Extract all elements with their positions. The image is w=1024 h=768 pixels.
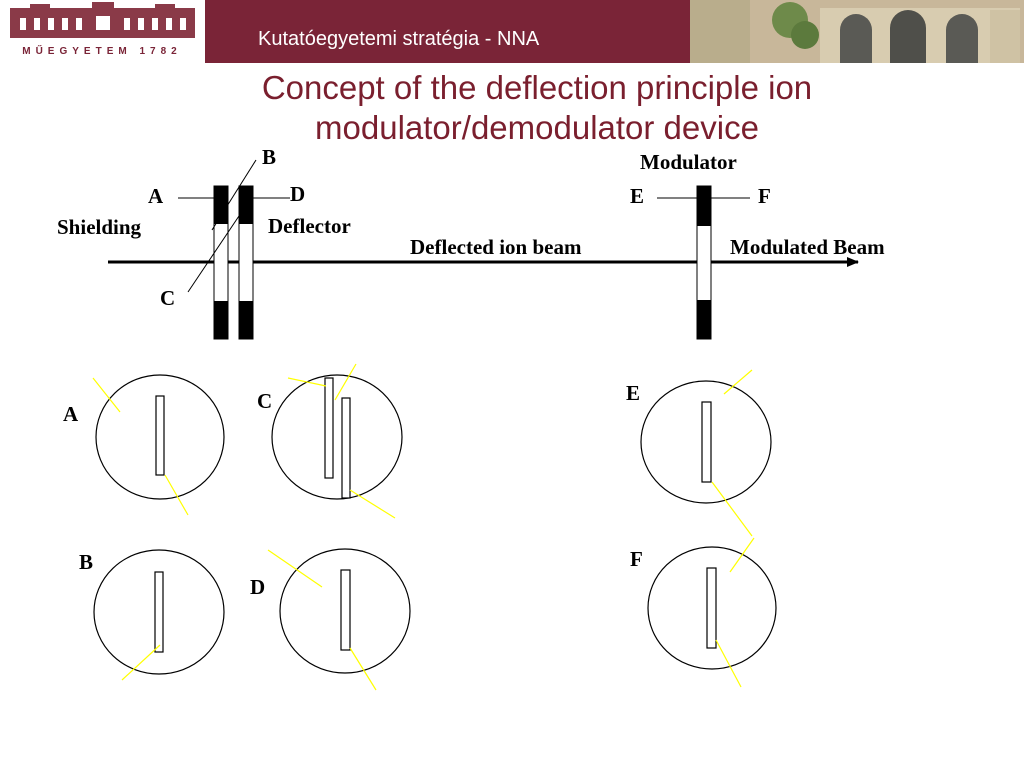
header-title: Kutatóegyetemi stratégia - NNA <box>258 28 540 50</box>
slide-title: Concept of the deflection principle ion … <box>150 68 924 148</box>
section-label-f: F <box>630 547 643 571</box>
cross-section-e <box>640 369 772 537</box>
section-label-c: C <box>257 389 272 413</box>
cross-section-b <box>93 549 225 681</box>
label-f: F <box>758 184 771 208</box>
section-label-a: A <box>63 402 79 426</box>
label-d: D <box>290 182 305 206</box>
label-modulated-beam: Modulated Beam <box>730 235 885 259</box>
label-modulator: Modulator <box>640 150 737 174</box>
shielding-plate <box>213 185 229 340</box>
label-deflector: Deflector <box>268 214 351 238</box>
label-deflected-beam: Deflected ion beam <box>410 235 582 259</box>
cross-section-f <box>647 537 777 688</box>
header-bar: MŰEGYETEM 1782 Kutatóegyetemi stratégia … <box>0 0 1024 63</box>
deflector-plate <box>238 185 254 340</box>
building-image <box>690 0 1024 63</box>
slide-title-line-2: modulator/demodulator device <box>315 109 759 146</box>
slide-title-line-1: Concept of the deflection principle ion <box>261 69 813 106</box>
logo-text: MŰEGYETEM 1782 <box>22 44 181 57</box>
label-b: B <box>262 145 276 169</box>
label-a: A <box>148 184 164 208</box>
label-c: C <box>160 286 175 310</box>
label-shielding: Shielding <box>57 215 142 239</box>
section-label-b: B <box>79 550 93 574</box>
leader-lines <box>178 159 750 293</box>
university-logo: MŰEGYETEM 1782 <box>0 0 205 63</box>
modulator-plate <box>696 185 712 340</box>
section-label-d: D <box>250 575 265 599</box>
cross-section-d <box>267 548 411 691</box>
cross-section-c <box>271 363 403 519</box>
cross-section-a <box>92 374 225 516</box>
label-e: E <box>630 184 644 208</box>
section-label-e: E <box>626 381 640 405</box>
